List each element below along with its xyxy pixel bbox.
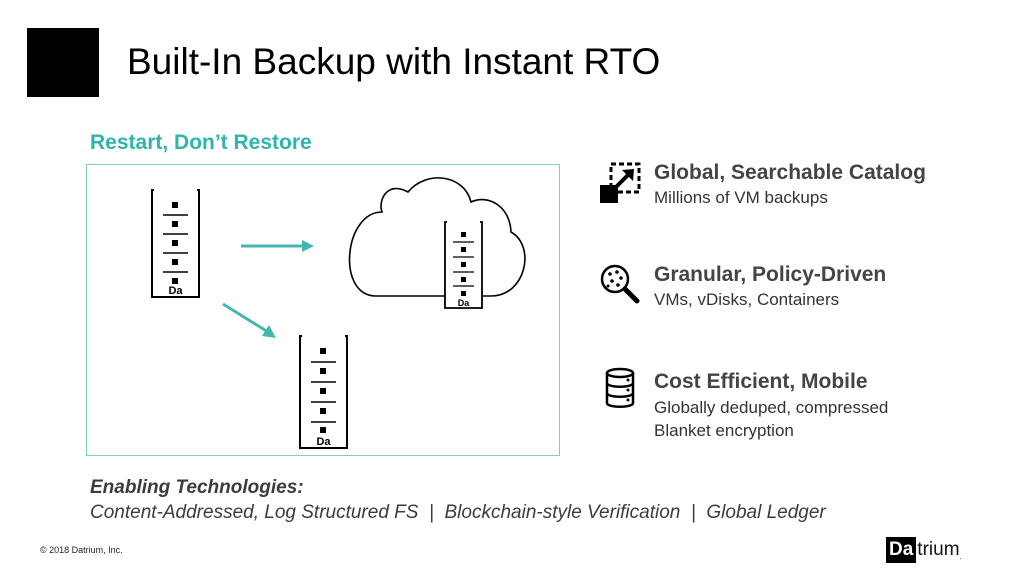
brand-logo-box: Da xyxy=(886,537,917,563)
appliance-label: Da xyxy=(316,436,331,448)
appliance-label: Da xyxy=(458,298,470,308)
feature-detail: VMs, vDisks, Containers xyxy=(654,290,840,309)
brand-logo-mark: . xyxy=(959,551,962,561)
expand-arrow-icon xyxy=(600,162,641,203)
feature-detail: Globally deduped, compressed xyxy=(654,398,889,417)
enabling-technologies-list: Content-Addressed, Log Structured FS | B… xyxy=(90,502,826,523)
feature-title-granular: Granular, Policy-Driven xyxy=(654,263,887,286)
feature-detail: Blanket encryption xyxy=(654,421,794,440)
enabling-technologies-heading: Enabling Technologies: xyxy=(90,477,304,498)
brand-logo-text: trium xyxy=(917,539,960,560)
feature-title-cost: Cost Efficient, Mobile xyxy=(654,370,868,393)
appliance-secondary: Da xyxy=(299,335,348,449)
logo-block xyxy=(27,28,99,97)
database-icon xyxy=(605,367,635,408)
brand-logo: Da trium . xyxy=(886,537,962,563)
appliance-cloud: Da xyxy=(444,221,483,309)
slide-title: Built-In Backup with Instant RTO xyxy=(127,41,661,82)
slide-subtitle: Restart, Don’t Restore xyxy=(90,131,312,154)
feature-title-catalog: Global, Searchable Catalog xyxy=(654,161,926,184)
appliance-label: Da xyxy=(168,285,183,297)
magnifier-icon xyxy=(600,264,640,304)
cloud-icon xyxy=(348,177,526,297)
appliance-primary: Da xyxy=(151,189,200,298)
feature-detail: Millions of VM backups xyxy=(654,188,828,207)
diagram-frame xyxy=(86,164,560,456)
arrow-to-secondary xyxy=(222,302,276,338)
backup-diagram: Da Da Da xyxy=(151,177,526,449)
arrow-to-cloud xyxy=(241,240,314,252)
copyright-notice: © 2018 Datrium, Inc. xyxy=(40,545,123,555)
